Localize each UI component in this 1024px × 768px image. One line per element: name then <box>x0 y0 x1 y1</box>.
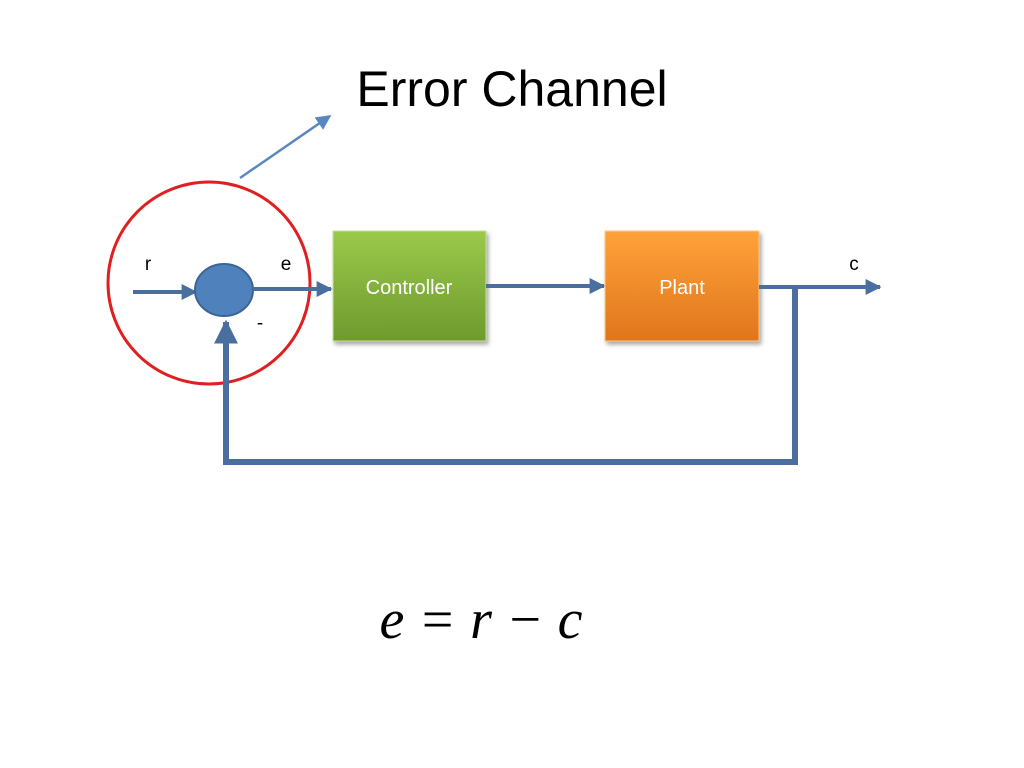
error-equation: e = r − c <box>379 589 582 651</box>
slide-title: Error Channel <box>356 61 667 117</box>
summing-junction <box>194 263 254 317</box>
controller-label: Controller <box>366 277 453 299</box>
controller-block <box>332 230 487 342</box>
annotation-arrow <box>239 114 332 180</box>
plant-label: Plant <box>659 277 705 299</box>
reference-signal-label: r <box>145 254 152 275</box>
plant-block <box>604 230 760 342</box>
feedback-sign-label: - <box>257 313 263 334</box>
error-channel-highlight-circle <box>106 180 312 386</box>
error-signal-label: e <box>281 254 292 275</box>
feedback-path <box>214 287 798 465</box>
output-signal-label: c <box>849 254 859 275</box>
